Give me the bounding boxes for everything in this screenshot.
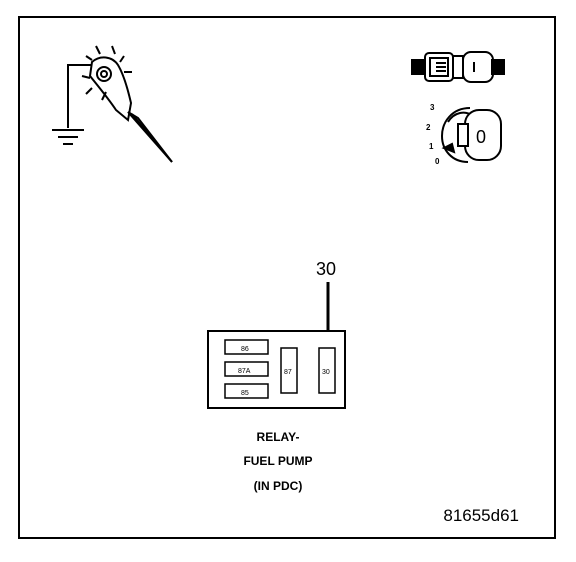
ignition-position-1: 1 [429, 142, 434, 151]
connector-icon [411, 51, 505, 83]
ignition-position-2: 2 [426, 123, 431, 132]
relay-pin-30-label: 30 [322, 369, 330, 376]
figure-id: 81655d61 [443, 506, 519, 525]
ground-symbol-icon [52, 129, 84, 145]
relay-pin-86-label: 86 [241, 346, 249, 353]
relay-pin-87a [224, 361, 269, 377]
ignition-position-3: 3 [430, 103, 435, 112]
diagram-frame [18, 16, 556, 539]
relay-pin-85-label: 85 [241, 390, 249, 397]
relay-pin-30 [318, 347, 336, 394]
test-light-icon [67, 45, 173, 163]
relay-pin-87-label: 87 [284, 369, 292, 376]
caption-line-3: (IN PDC) [254, 479, 303, 493]
caption-line-1: RELAY- [257, 430, 300, 444]
ignition-position-0: 0 [435, 157, 440, 166]
caption-line-2: FUEL PUMP [243, 454, 312, 468]
relay-pin-87 [280, 347, 298, 394]
relay-pin-87a-label: 87A [238, 368, 251, 375]
ignition-key-icon [440, 107, 502, 163]
relay-pin-85 [224, 383, 269, 399]
relay-pin-86 [224, 339, 269, 355]
relay-block [207, 330, 346, 409]
pin-callout-label: 30 [316, 259, 336, 279]
key-mark: 0 [476, 127, 486, 147]
